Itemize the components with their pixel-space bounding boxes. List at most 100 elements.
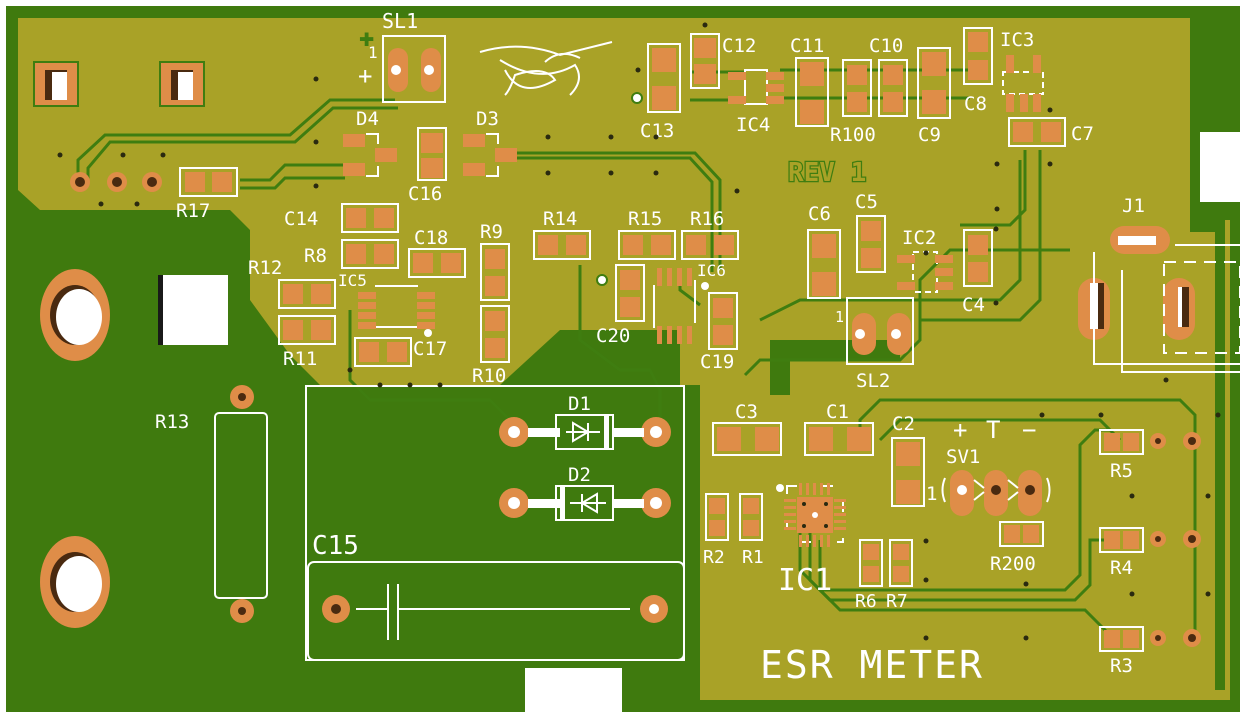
- component-label: D2: [568, 464, 591, 486]
- board-cutout: [158, 275, 228, 345]
- ic-ic3: [1002, 55, 1044, 112]
- component-label: R15: [628, 208, 662, 230]
- resistor-r3: [1099, 626, 1166, 652]
- knot-icon: [479, 41, 613, 96]
- component-label: IC6: [697, 261, 726, 280]
- capacitor-c3: [712, 422, 782, 456]
- capacitor-c16: [417, 127, 447, 181]
- component-label: C8: [964, 93, 987, 115]
- connector-sl1: [382, 35, 446, 103]
- component-label: R11: [283, 348, 317, 370]
- capacitor-c5: [856, 215, 886, 273]
- component-label: C5: [855, 191, 878, 213]
- header-pins: [70, 172, 162, 192]
- component-label: R14: [543, 208, 577, 230]
- component-label: D3: [476, 108, 499, 130]
- component-label: R13: [155, 411, 189, 433]
- pin1-label: 1: [835, 308, 844, 326]
- capacitor-c8: [963, 27, 993, 85]
- capacitor-c15: [322, 584, 668, 640]
- mounting-pad: [159, 61, 205, 107]
- component-label: SV1: [946, 446, 980, 468]
- jack-j1: [1078, 226, 1242, 373]
- component-label: C11: [790, 35, 824, 57]
- capacitor-c9: [917, 47, 951, 119]
- resistor-r13: [214, 385, 268, 623]
- ic-ic1: [776, 483, 846, 547]
- component-label: R12: [248, 257, 282, 279]
- pin1-label: 1: [368, 43, 378, 62]
- ic-ic6: [653, 268, 709, 344]
- component-label: C2: [892, 413, 915, 435]
- component-label: C7: [1071, 123, 1094, 145]
- polarity-plus-icon: +: [360, 27, 373, 52]
- mounting-hole: [40, 536, 110, 628]
- diode-d2: [499, 485, 671, 521]
- component-label: C12: [722, 35, 756, 57]
- component-label: C14: [284, 208, 318, 230]
- component-label: J1: [1122, 195, 1145, 217]
- resistor-r11: [278, 315, 336, 345]
- copper-pour-lower: [705, 395, 1225, 690]
- ic-ic4: [728, 69, 784, 105]
- resistor-r5: [1099, 429, 1166, 455]
- resistor-r9: [480, 243, 510, 301]
- component-label: R2: [703, 547, 725, 568]
- diode-d4: [343, 133, 397, 177]
- resistor-r4: [1099, 527, 1166, 553]
- capacitor-c20: [615, 264, 645, 322]
- ground-strip: [1190, 220, 1225, 690]
- component-label: R8: [304, 245, 327, 267]
- capacitor-c12: [690, 33, 720, 89]
- polarity-plus-icon: +: [953, 416, 967, 444]
- component-label: SL2: [856, 370, 890, 392]
- component-label: D1: [568, 393, 591, 415]
- resistor-r10: [480, 305, 510, 363]
- resistor-r17: [179, 167, 238, 197]
- capacitor-c18: [408, 248, 466, 278]
- resistor-r12: [278, 279, 336, 309]
- component-label: R5: [1110, 460, 1133, 482]
- resistor-r100: [842, 59, 872, 117]
- resistor-r15: [618, 230, 676, 260]
- diode-d3: [463, 133, 517, 177]
- component-label: IC2: [902, 227, 936, 249]
- component-label: C3: [735, 401, 758, 423]
- component-outline: [307, 561, 685, 661]
- component-label: C15: [312, 531, 359, 561]
- component-label: R6: [855, 591, 877, 612]
- capacitor-c13: [647, 43, 681, 113]
- revision-label: REV 1: [788, 158, 866, 188]
- component-label: R7: [886, 591, 908, 612]
- diode-d1: [499, 414, 671, 450]
- component-label: R3: [1110, 655, 1133, 677]
- component-label: IC3: [1000, 29, 1034, 51]
- component-label: IC1: [778, 563, 832, 598]
- component-label: R1: [742, 547, 764, 568]
- capacitor-c1: [804, 422, 874, 456]
- polarity-plus-icon: +: [358, 62, 372, 90]
- resistor-r7: [889, 539, 913, 587]
- component-label: D4: [356, 108, 379, 130]
- component-label: C6: [808, 203, 831, 225]
- pin1-label: 1: [926, 483, 937, 505]
- capacitor-c14: [341, 203, 399, 233]
- component-label: SL1: [382, 9, 418, 33]
- board-cutout: [527, 668, 622, 718]
- polarity-minus-icon: −: [1022, 416, 1036, 444]
- component-label: C18: [414, 227, 448, 249]
- component-label: C9: [918, 124, 941, 146]
- component-label: C4: [962, 294, 985, 316]
- capacitor-c10: [878, 59, 908, 117]
- resistor-r8: [341, 239, 399, 269]
- resistor-r200: [999, 521, 1044, 547]
- header-sv1: [941, 470, 1051, 516]
- resistor-r6: [859, 539, 883, 587]
- ic-ic5: [358, 285, 435, 337]
- component-label: R200: [990, 553, 1036, 575]
- capacitor-c4: [963, 229, 993, 287]
- capacitor-c2: [891, 437, 925, 507]
- resistor-r16: [681, 230, 739, 260]
- board-cutout: [1200, 134, 1245, 202]
